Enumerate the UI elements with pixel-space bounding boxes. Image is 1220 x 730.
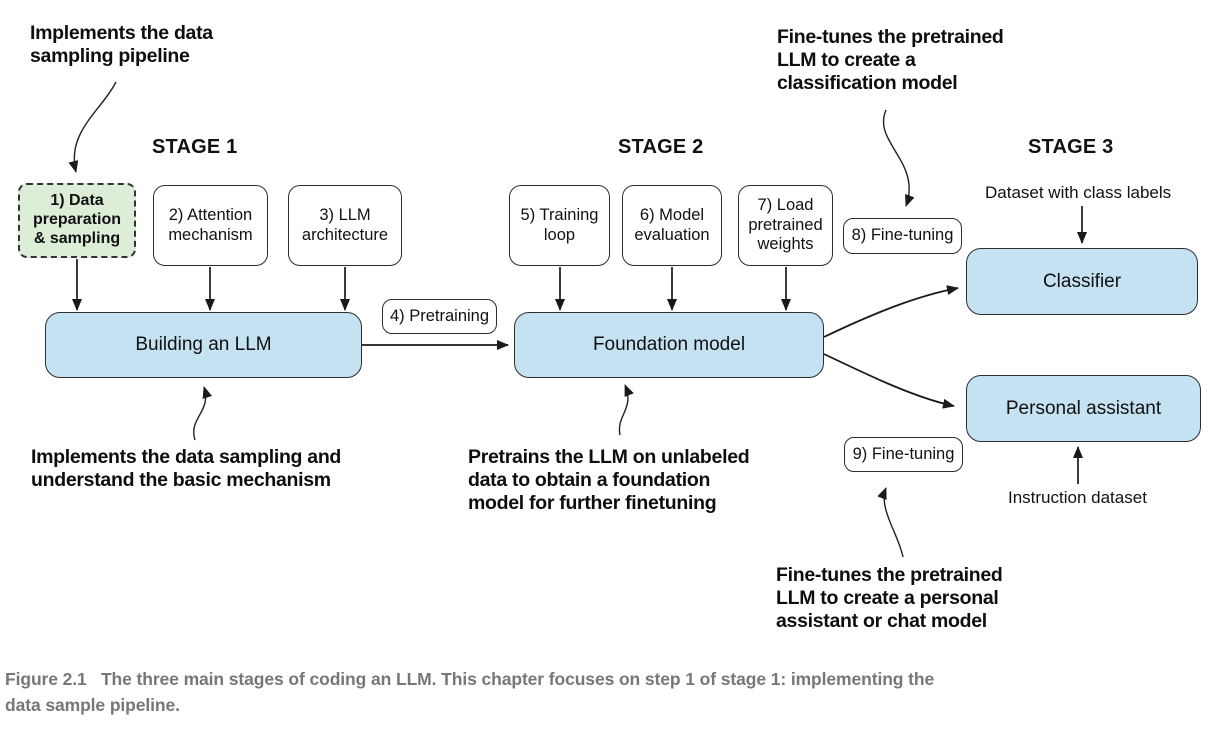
arrow-annotation-to-step1 [68, 81, 117, 173]
arrow-annotation-to-step8 [883, 109, 915, 207]
step-box-pretraining: 4) Pretraining [382, 299, 497, 334]
step-box-attention-mechanism: 2) Attention mechanism [153, 185, 268, 266]
arrow-foundation-to-assistant [823, 353, 955, 409]
step-box-model-evaluation: 6) Model evaluation [622, 185, 722, 266]
stage-1-header: STAGE 1 [152, 136, 238, 158]
annotation-classification-model: Fine-tunes the pretrained LLM to create … [777, 26, 1004, 94]
arrow-annotation-to-foundation [618, 384, 634, 436]
model-box-foundation-model: Foundation model [514, 312, 824, 378]
annotation-personal-assistant-model: Fine-tunes the pretrained LLM to create … [776, 564, 1003, 632]
step-box-finetuning-8: 8) Fine-tuning [843, 218, 962, 254]
step-box-load-pretrained-weights: 7) Load pretrained weights [738, 185, 833, 266]
label-instruction-dataset: Instruction dataset [1008, 488, 1147, 507]
annotation-sampling-pipeline: Implements the data sampling pipeline [30, 22, 213, 67]
arrow-foundation-to-classifier [823, 285, 959, 338]
stage-2-header: STAGE 2 [618, 136, 704, 158]
model-box-classifier: Classifier [966, 248, 1198, 315]
step-box-data-preparation: 1) Data preparation & sampling [18, 183, 136, 258]
arrow-annotation-to-building [193, 386, 213, 441]
step-box-training-loop: 5) Training loop [509, 185, 610, 266]
figure-caption: Figure 2.1 The three main stages of codi… [5, 669, 935, 716]
model-box-building-llm: Building an LLM [45, 312, 362, 378]
label-dataset-class-labels: Dataset with class labels [985, 183, 1172, 202]
step-box-finetuning-9: 9) Fine-tuning [844, 437, 963, 472]
annotation-pretrains-llm: Pretrains the LLM on unlabeled data to o… [468, 446, 750, 514]
stage-3-header: STAGE 3 [1028, 136, 1114, 158]
step-box-llm-architecture: 3) LLM architecture [288, 185, 402, 266]
model-box-personal-assistant: Personal assistant [966, 375, 1201, 442]
annotation-data-sampling-mechanism: Implements the data sampling and underst… [31, 446, 342, 491]
arrow-annotation-to-step9 [877, 487, 904, 558]
